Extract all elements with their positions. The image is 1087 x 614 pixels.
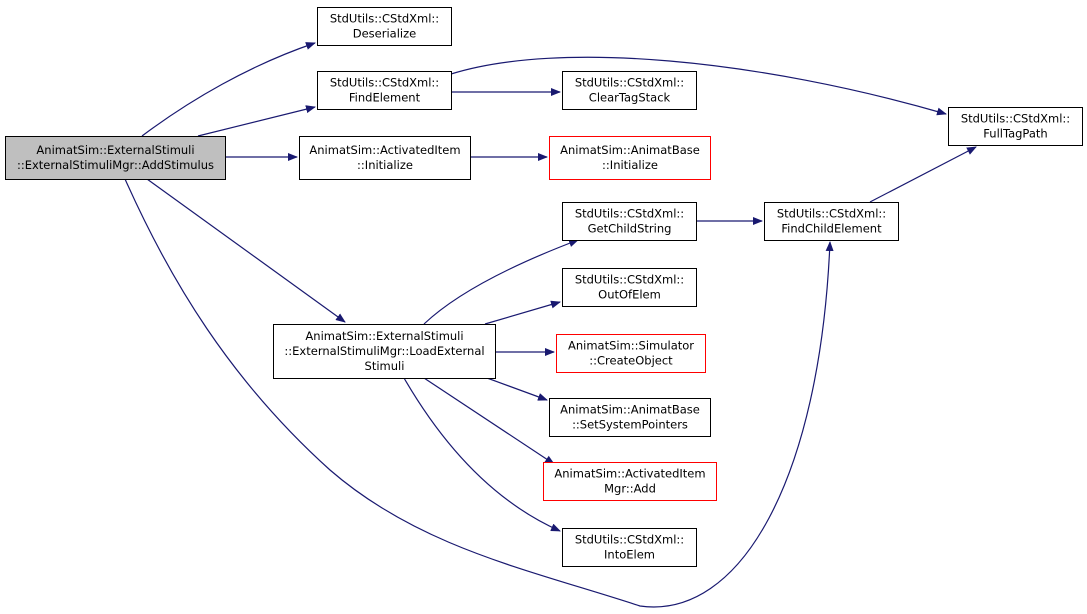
nodes: AnimatSim::ExternalStimuli::ExternalStim… xyxy=(5,7,1083,567)
node-label-line: FindChildElement xyxy=(781,222,882,236)
node-box xyxy=(764,202,899,241)
node-fulltagpath[interactable]: StdUtils::CStdXml::FullTagPath xyxy=(948,107,1083,146)
edge-loadexternal-to-setsystempointers xyxy=(486,377,548,401)
node-label-line: ::ExternalStimuliMgr::LoadExternal xyxy=(284,344,484,358)
node-label-line: AnimatSim::ExternalStimuli xyxy=(36,143,194,157)
edge-loadexternal-to-aim_add xyxy=(423,377,555,465)
node-box xyxy=(562,71,697,110)
node-label-line: StdUtils::CStdXml:: xyxy=(330,12,439,26)
node-box xyxy=(549,398,711,437)
node-label-line: AnimatSim::AnimatBase xyxy=(560,143,700,157)
node-box xyxy=(273,324,496,379)
node-label-line: Stimuli xyxy=(365,359,405,373)
node-setsystempointers[interactable]: AnimatSim::AnimatBase::SetSystemPointers xyxy=(549,398,711,437)
node-box xyxy=(299,136,471,180)
node-box xyxy=(948,107,1083,146)
edge-root-to-deserialize xyxy=(141,42,316,137)
edge-root-to-findelement xyxy=(197,105,316,137)
node-box xyxy=(562,202,697,241)
node-label-line: AnimatSim::ActivatedItem xyxy=(309,143,460,157)
node-label-line: FindElement xyxy=(349,91,421,105)
node-label-line: IntoElem xyxy=(604,548,655,562)
node-label-line: ClearTagStack xyxy=(589,91,671,105)
edge-loadexternal-to-getchildstring xyxy=(423,239,579,325)
node-box xyxy=(556,334,706,373)
node-label-line: StdUtils::CStdXml:: xyxy=(575,207,684,221)
node-label-line: AnimatSim::ExternalStimuli xyxy=(305,329,463,343)
node-label-line: OutOfElem xyxy=(598,288,661,302)
edge-root-to-loadexternal xyxy=(146,178,346,323)
node-label-line: StdUtils::CStdXml:: xyxy=(330,76,439,90)
node-label-line: Deserialize xyxy=(353,27,416,41)
edge-root-to-findchildelement xyxy=(124,178,834,608)
node-label-line: StdUtils::CStdXml:: xyxy=(961,112,1070,126)
node-findelement[interactable]: StdUtils::CStdXml::FindElement xyxy=(317,71,452,110)
node-ai_initialize[interactable]: AnimatSim::ActivatedItem::Initialize xyxy=(299,136,471,180)
node-label-line: ::CreateObject xyxy=(589,354,673,368)
node-label-line: ::SetSystemPointers xyxy=(572,418,688,432)
node-label-line: StdUtils::CStdXml:: xyxy=(575,273,684,287)
edge-findelement-to-fulltagpath xyxy=(450,56,947,116)
node-label-line: StdUtils::CStdXml:: xyxy=(575,76,684,90)
node-root[interactable]: AnimatSim::ExternalStimuli::ExternalStim… xyxy=(5,136,226,180)
node-label-line: GetChildString xyxy=(588,222,672,236)
node-box xyxy=(549,136,711,180)
node-deserialize[interactable]: StdUtils::CStdXml::Deserialize xyxy=(317,7,452,46)
node-label-line: ::Initialize xyxy=(602,158,658,172)
node-label-line: AnimatSim::ActivatedItem xyxy=(554,467,705,481)
edges xyxy=(124,42,977,608)
node-loadexternal[interactable]: AnimatSim::ExternalStimuli::ExternalStim… xyxy=(273,324,496,379)
node-box xyxy=(543,462,717,501)
node-outofelem[interactable]: StdUtils::CStdXml::OutOfElem xyxy=(562,268,697,307)
node-label-line: StdUtils::CStdXml:: xyxy=(777,207,886,221)
node-getchildstring[interactable]: StdUtils::CStdXml::GetChildString xyxy=(562,202,697,241)
node-intoelem[interactable]: StdUtils::CStdXml::IntoElem xyxy=(562,528,697,567)
node-label-line: AnimatSim::AnimatBase xyxy=(560,403,700,417)
node-box xyxy=(562,528,697,567)
node-label-line: ::ExternalStimuliMgr::AddStimulus xyxy=(17,158,214,172)
edge-loadexternal-to-intoelem xyxy=(403,377,561,532)
node-findchildelement[interactable]: StdUtils::CStdXml::FindChildElement xyxy=(764,202,899,241)
node-createobject[interactable]: AnimatSim::Simulator::CreateObject xyxy=(556,334,706,373)
node-label-line: StdUtils::CStdXml:: xyxy=(575,533,684,547)
node-label-line: Mgr::Add xyxy=(604,482,656,496)
node-ab_initialize[interactable]: AnimatSim::AnimatBase::Initialize xyxy=(549,136,711,180)
node-box xyxy=(562,268,697,307)
node-box xyxy=(317,71,452,110)
node-label-line: FullTagPath xyxy=(983,127,1047,141)
node-box xyxy=(317,7,452,46)
node-label-line: AnimatSim::Simulator xyxy=(568,339,694,353)
edge-loadexternal-to-outofelem xyxy=(484,300,561,325)
node-cleartagstack[interactable]: StdUtils::CStdXml::ClearTagStack xyxy=(562,71,697,110)
edge-findchildelement-to-fulltagpath xyxy=(869,146,977,203)
node-label-line: ::Initialize xyxy=(357,158,413,172)
node-box xyxy=(5,136,226,180)
